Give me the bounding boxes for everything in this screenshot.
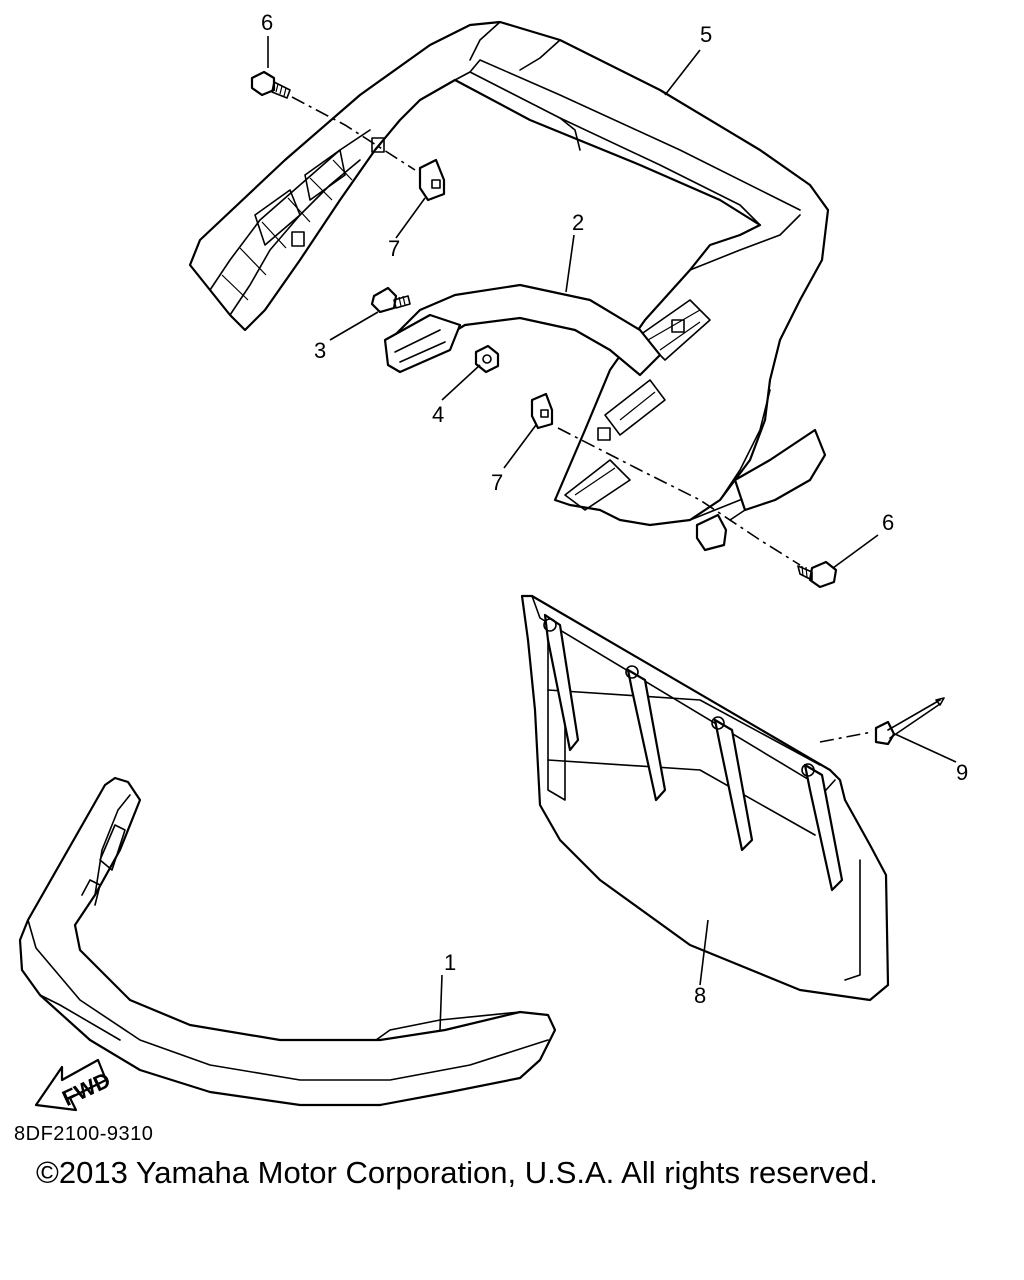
part-8-mud-flap (520, 594, 890, 1002)
callout-5: 5 (700, 22, 712, 47)
part-5-rear-frame (188, 20, 830, 527)
callout-1: 1 (444, 950, 456, 975)
callout-4: 4 (432, 402, 444, 427)
part-7-clip-upper (418, 158, 446, 202)
callout-6-upper: 6 (261, 10, 273, 35)
part-2-support-bar (383, 283, 827, 521)
callout-3: 3 (314, 338, 326, 363)
part-9-pin (874, 697, 945, 746)
part-7-clip-lower (530, 392, 554, 430)
part-1-front-bumper (18, 776, 557, 1107)
callout-6-lower: 6 (882, 510, 894, 535)
mounting-bracket (695, 513, 728, 552)
callout-7-upper: 7 (388, 236, 400, 261)
callout-2: 2 (572, 210, 584, 235)
part-6-bolt-upper (250, 70, 291, 99)
callout-numbers: 1 2 3 4 5 6 6 7 7 8 9 (261, 10, 968, 1008)
fwd-arrow-icon: FWD (34, 1058, 114, 1112)
assembly-center-lines (291, 96, 873, 743)
part-6-bolt-lower (797, 560, 838, 589)
diagram-code: 8DF2100-9310 (14, 1123, 154, 1145)
part-4-nut (474, 344, 500, 374)
copyright-notice: ©2013 Yamaha Motor Corporation, U.S.A. A… (36, 1155, 878, 1190)
leader-lines (267, 36, 957, 1031)
callout-7-lower: 7 (491, 470, 503, 495)
part-3-bolt (370, 286, 411, 314)
callout-9: 9 (956, 760, 968, 785)
callout-8: 8 (694, 983, 706, 1008)
